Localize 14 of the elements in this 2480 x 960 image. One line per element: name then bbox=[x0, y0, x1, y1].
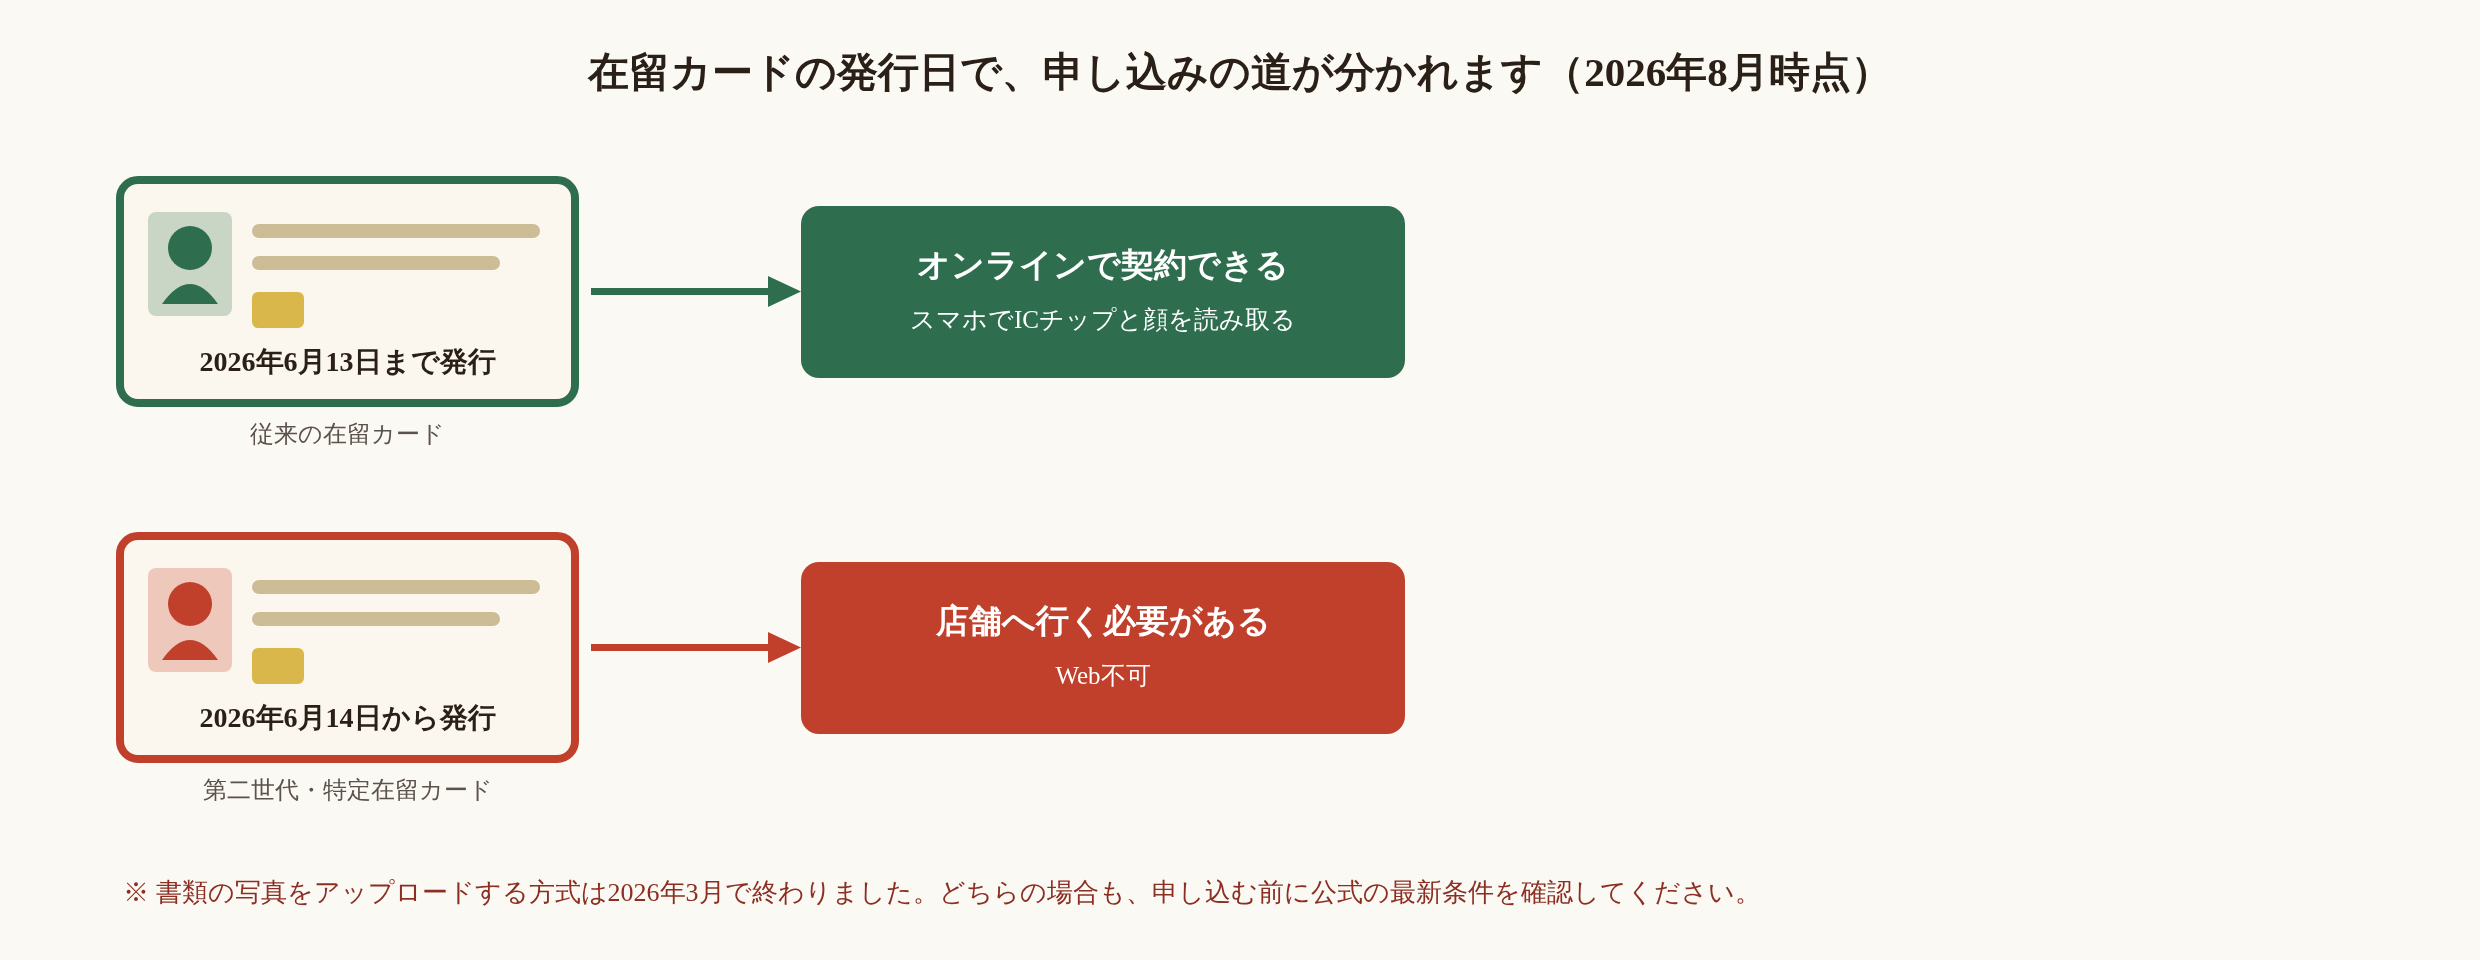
date-text: 2026年6月14日から発行 bbox=[199, 701, 496, 735]
date-text: 2026年6月13日まで発行 bbox=[199, 345, 496, 379]
box-text: スマホでICチップと顔を読み取る bbox=[910, 305, 1296, 335]
title: 在留カードの発行日で、申し込みの道が分かれます（2026年8月時点） bbox=[588, 48, 1892, 98]
result-box bbox=[801, 206, 1405, 378]
box-heading: オンラインで契約できる bbox=[917, 247, 1289, 285]
result-box bbox=[801, 562, 1405, 734]
card-caption: 従来の在留カード bbox=[250, 421, 445, 449]
id-card bbox=[116, 532, 579, 763]
id-card bbox=[116, 176, 579, 407]
card-caption: 第二世代・特定在留カード bbox=[202, 777, 493, 805]
box-heading: 店舗へ行く必要がある bbox=[935, 603, 1271, 641]
box-text: Web不可 bbox=[1055, 661, 1151, 691]
footnote: ※ 書類の写真をアップロードする方式は2026年3月で終わりました。どちらの場合も、申し込む前に公式の最新条件を確認してください。 bbox=[123, 878, 1761, 908]
